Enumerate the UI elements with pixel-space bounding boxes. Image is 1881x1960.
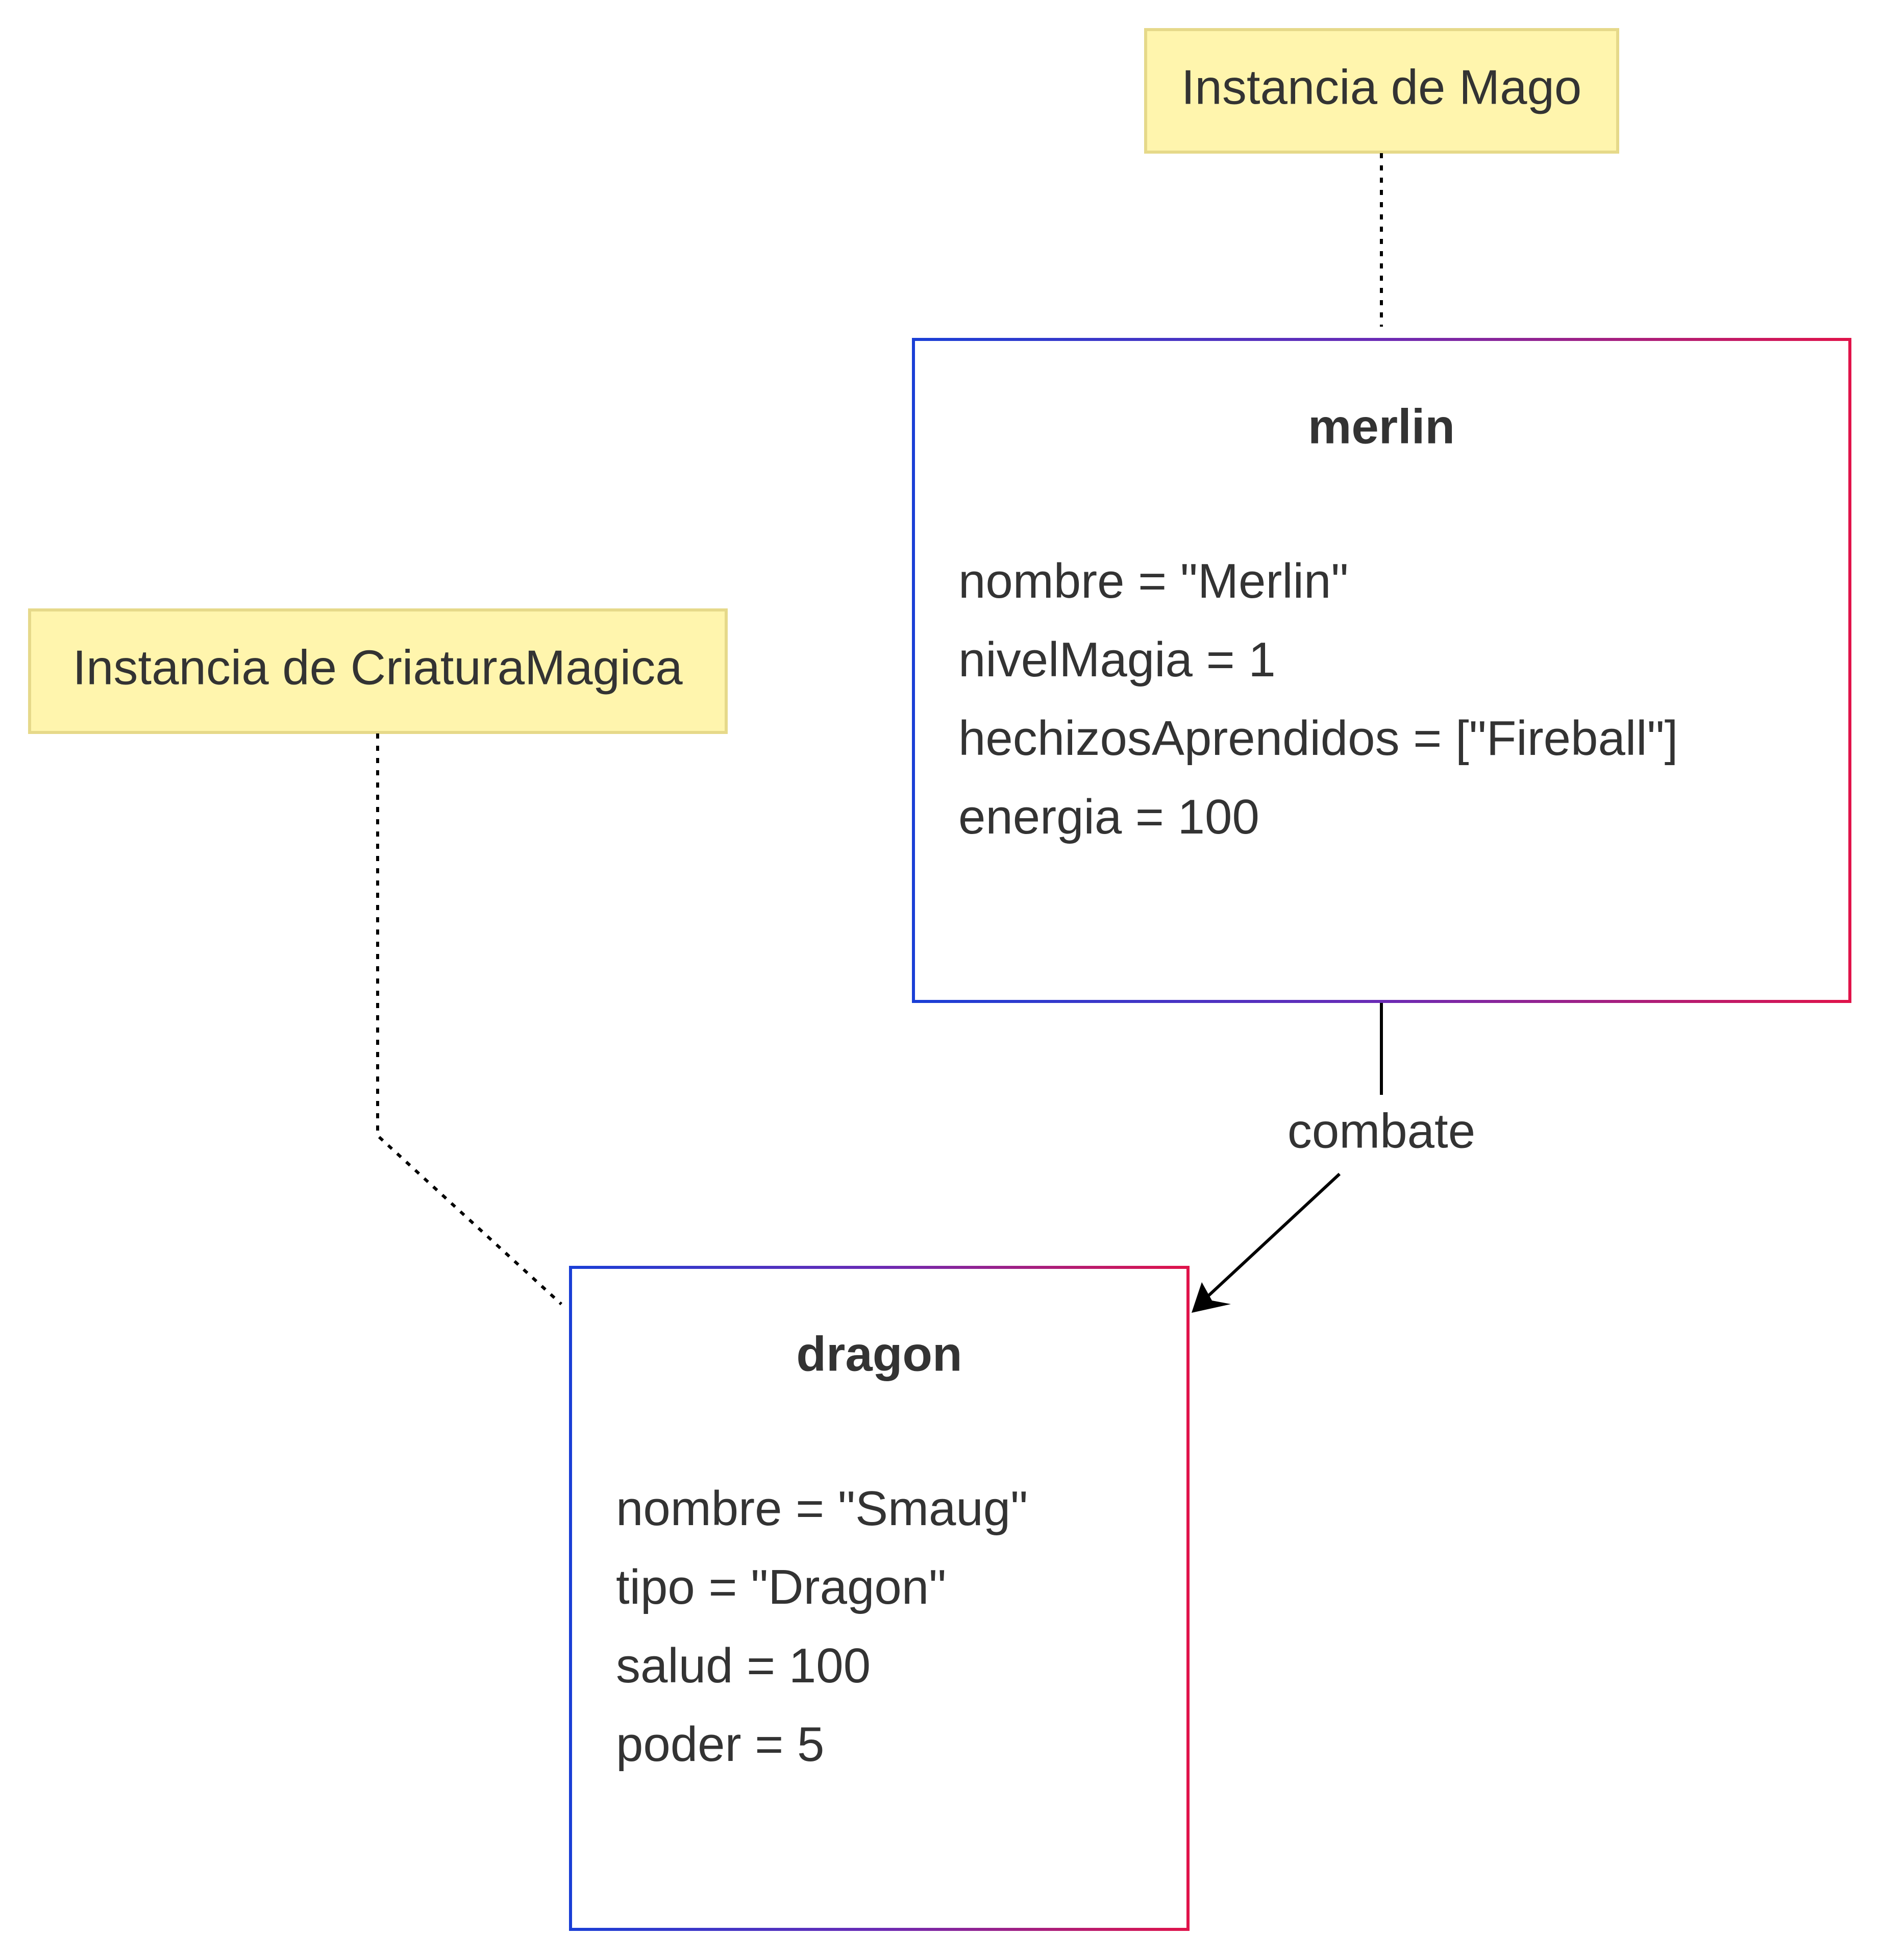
object-dragon[interactable]: dragon nombre = "Smaug" tipo = "Dragon" …	[569, 1266, 1190, 1931]
object-dragon-border	[569, 1266, 1190, 1931]
object-merlin-title: merlin	[1308, 399, 1455, 454]
relation-combate-arrowhead	[1192, 1282, 1231, 1313]
merlin-attr-nivel-magia: nivelMagia = 1	[958, 632, 1276, 687]
note-criatura-text: Instancia de CriaturaMagica	[72, 640, 683, 695]
note-instancia-mago[interactable]: Instancia de Mago	[1144, 28, 1619, 154]
note-mago-text: Instancia de Mago	[1181, 60, 1582, 114]
object-dragon-title: dragon	[796, 1327, 962, 1381]
dragon-attr-poder: poder = 5	[616, 1717, 824, 1772]
note-criatura-box	[28, 608, 728, 734]
dragon-attr-nombre: nombre = "Smaug"	[616, 1481, 1028, 1536]
relation-combate-label: combate	[1288, 1104, 1475, 1158]
object-merlin-border	[912, 338, 1851, 1003]
relation-combate[interactable]: combate	[1192, 1003, 1475, 1313]
merlin-attr-nombre: nombre = "Merlin"	[958, 554, 1348, 608]
object-merlin[interactable]: merlin nombre = "Merlin" nivelMagia = 1 …	[912, 338, 1851, 1003]
merlin-attr-hechizos: hechizosAprendidos = ["Fireball"]	[958, 711, 1678, 766]
note-criatura-connector	[376, 733, 563, 1306]
relation-combate-line-bottom	[1195, 1172, 1341, 1308]
note-mago-box	[1144, 28, 1619, 154]
note-instancia-criatura[interactable]: Instancia de CriaturaMagica	[28, 608, 728, 734]
dragon-attr-salud: salud = 100	[616, 1638, 871, 1693]
merlin-attr-energia: energia = 100	[958, 790, 1259, 844]
dragon-attr-tipo: tipo = "Dragon"	[616, 1560, 946, 1614]
